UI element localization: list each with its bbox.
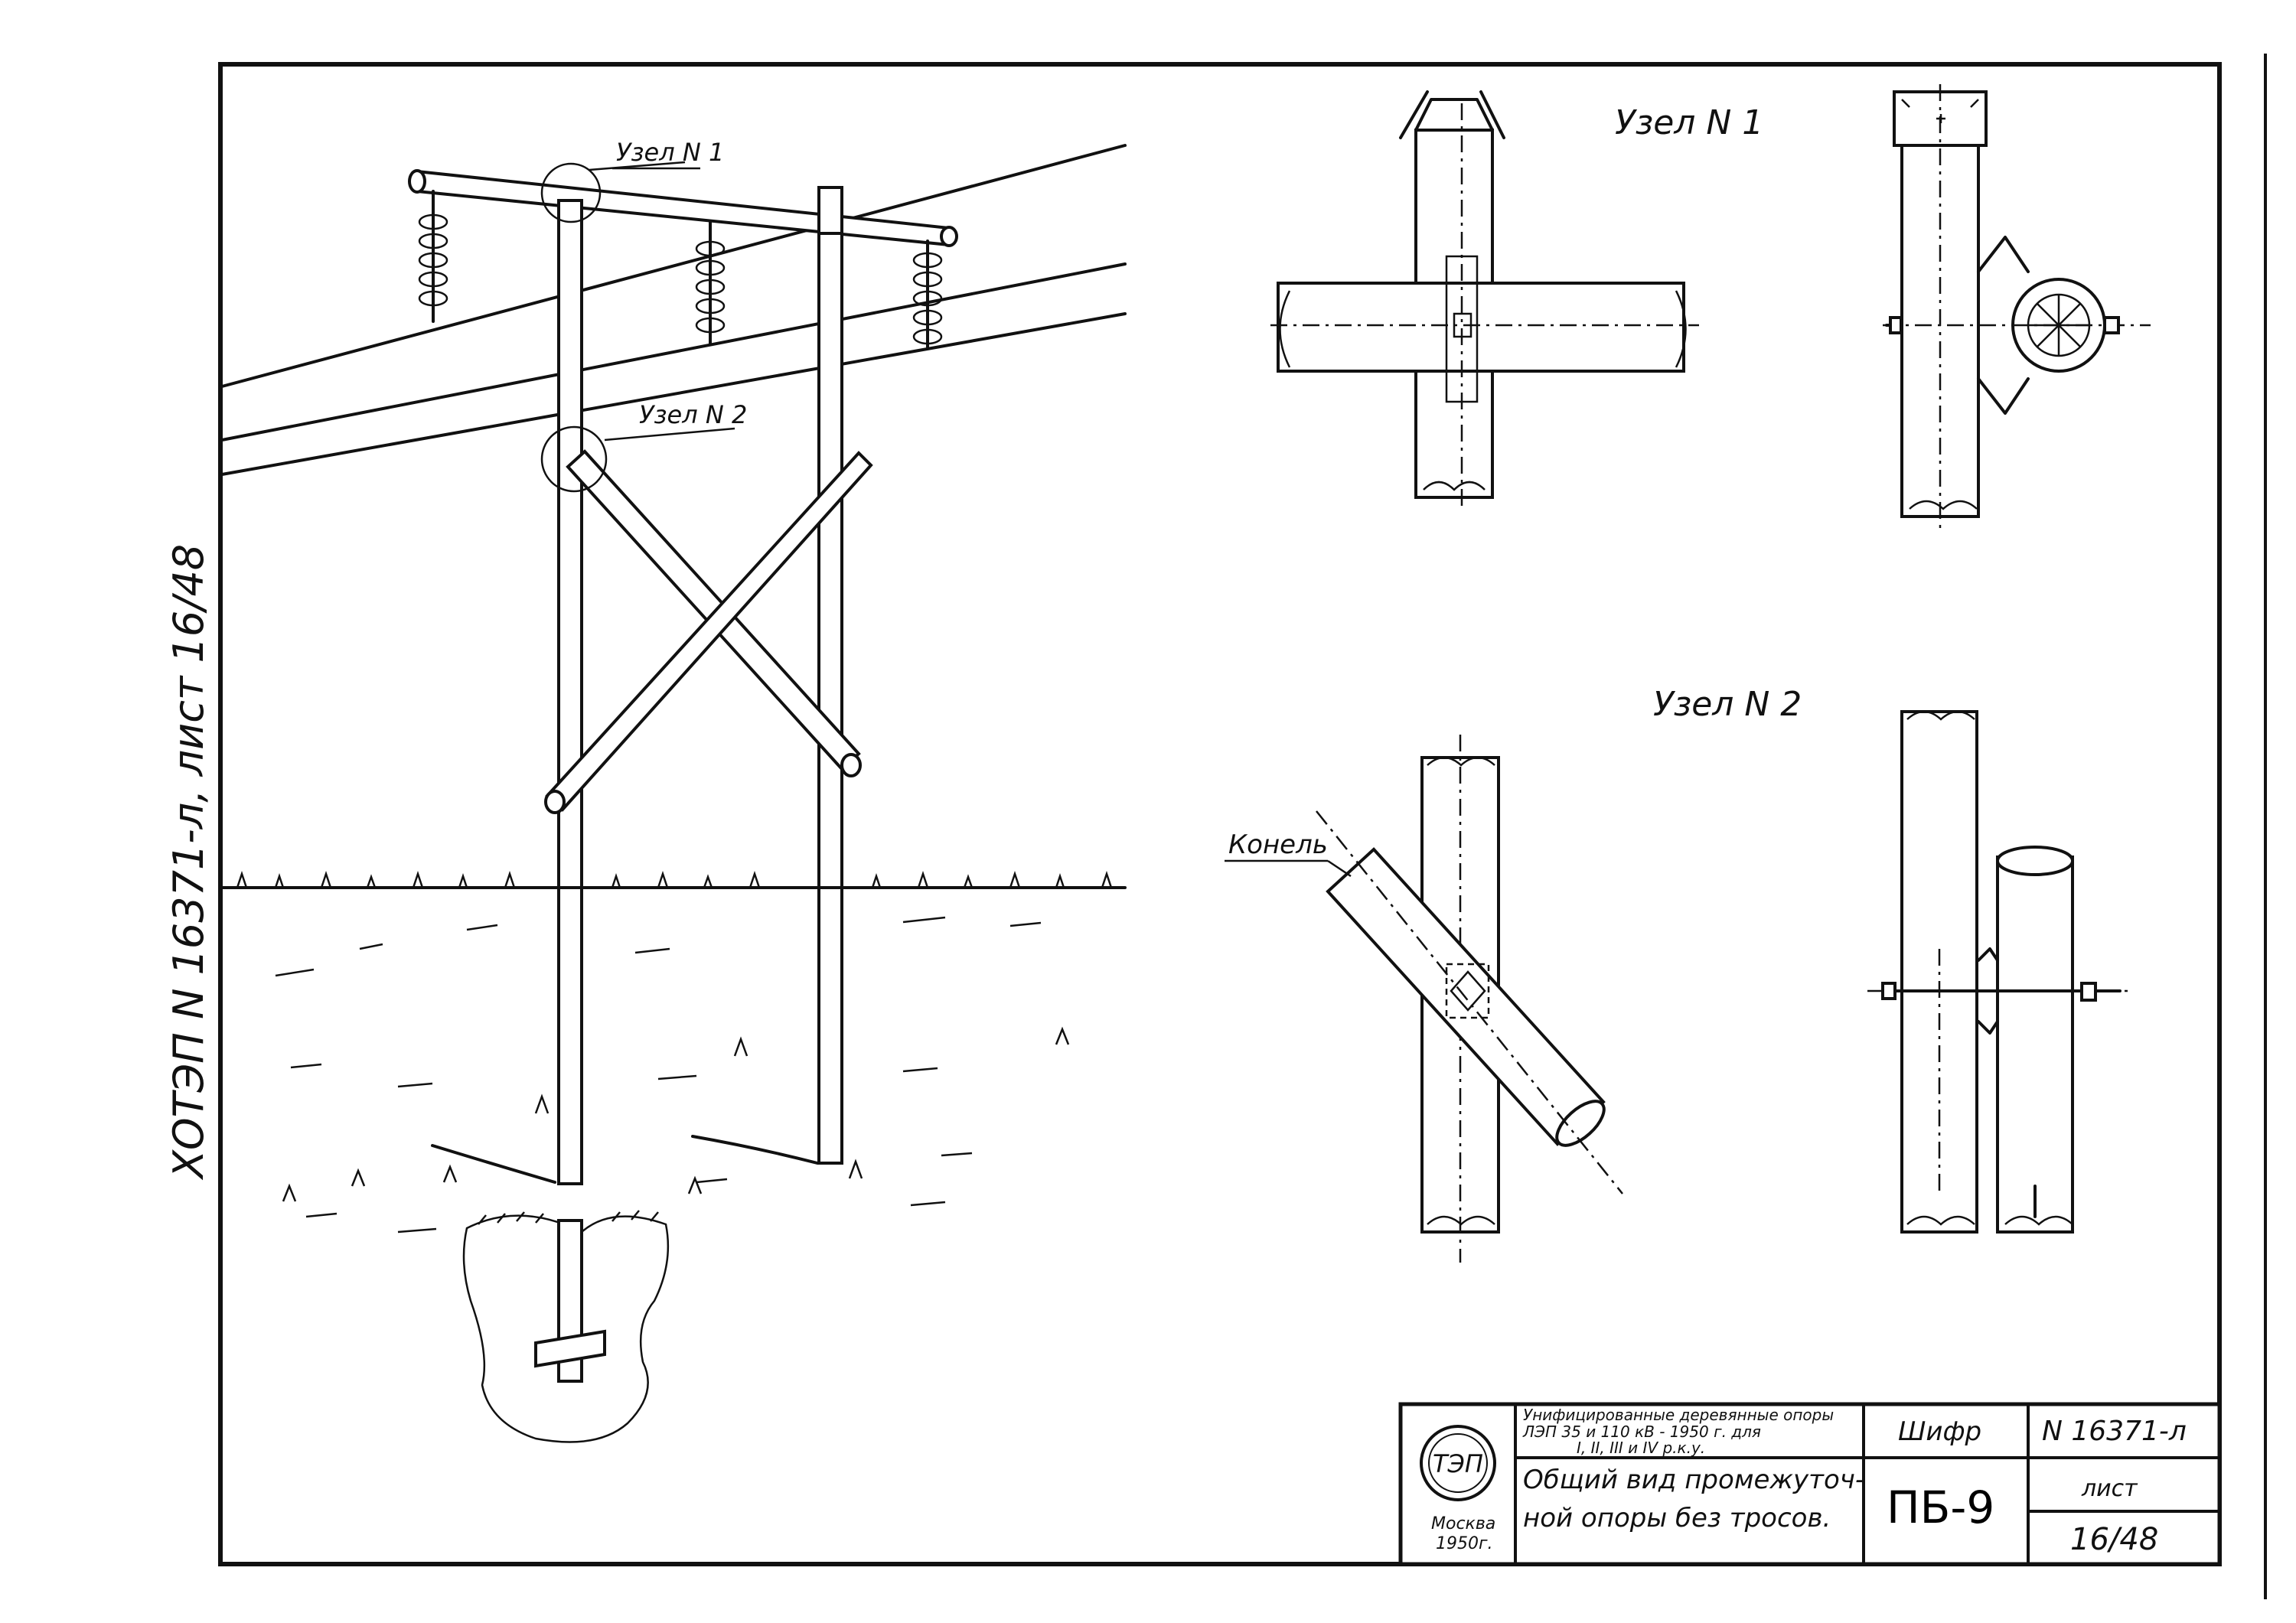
insulator-string-left <box>418 190 448 323</box>
description-line-3: I, II, III и IV р.к.у. <box>1577 1439 1705 1457</box>
institute-logo: ТЭП Москва 1950г. <box>1420 1425 1496 1553</box>
drawing-title-line-1: Общий вид промежуточ- <box>1523 1465 1864 1495</box>
description-line-2: ЛЭП 35 и 110 кВ - 1950 г. для <box>1522 1423 1761 1441</box>
logo-letters: ТЭП <box>1433 1449 1483 1478</box>
insulator-string-right <box>912 240 943 350</box>
drawing-title-line-2: ной опоры без тросов. <box>1523 1503 1831 1533</box>
logo-year: 1950г. <box>1436 1534 1493 1553</box>
node2-front-view: Узел N 2 Кoнель <box>1225 685 1802 1263</box>
node1-title: Узел N 1 <box>1615 103 1763 142</box>
konel-label: Кoнель <box>1228 829 1328 860</box>
cipher-value: ПБ-9 <box>1887 1481 1994 1533</box>
node1-side-view <box>1883 84 2151 528</box>
cipher-label: Шифр <box>1898 1416 1981 1447</box>
main-view: Узел N 1 Узел N 2 <box>220 138 1127 1443</box>
sheet-frame <box>218 62 2222 1566</box>
document-number: N 16371-л <box>2042 1416 2187 1447</box>
node2-callout-label: Узел N 2 <box>639 400 747 429</box>
side-label: ХОТЭП N 16371-л, лист 16/48 <box>165 544 213 1181</box>
insulator-string-middle <box>695 220 726 346</box>
node1-callout-label: Узел N 1 <box>616 138 724 167</box>
title-block: ТЭП Москва 1950г. Унифицированные деревя… <box>1398 1402 2222 1566</box>
logo-city: Москва <box>1431 1514 1495 1533</box>
node1-front-view: Узел N 1 <box>1270 90 1763 509</box>
underground-section <box>462 1214 670 1443</box>
sheet-label: лист <box>2081 1475 2138 1502</box>
node2-side-view <box>1867 710 2128 1234</box>
description-line-1: Унифицированные деревянные опоры <box>1523 1406 1834 1424</box>
node2-title: Узел N 2 <box>1653 685 1802 724</box>
sheet-value: 16/48 <box>2070 1522 2158 1557</box>
